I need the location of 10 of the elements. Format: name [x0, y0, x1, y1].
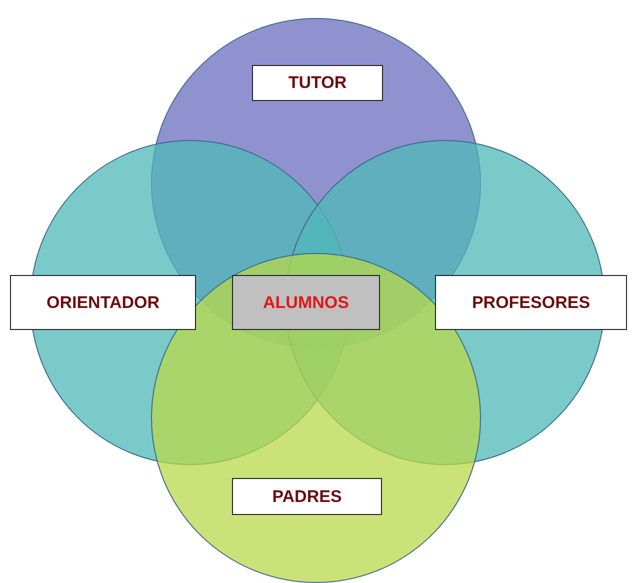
- box-label: ORIENTADOR: [46, 292, 160, 312]
- box-label: PROFESORES: [472, 292, 590, 312]
- label-box: [232, 478, 382, 515]
- box-label: ALUMNOS: [263, 292, 349, 312]
- label-box: [232, 275, 380, 330]
- box-label: TUTOR: [288, 73, 347, 93]
- box-label: PADRES: [272, 486, 342, 506]
- label-box: [252, 65, 383, 101]
- label-box: [435, 275, 627, 330]
- label-box: [10, 275, 196, 330]
